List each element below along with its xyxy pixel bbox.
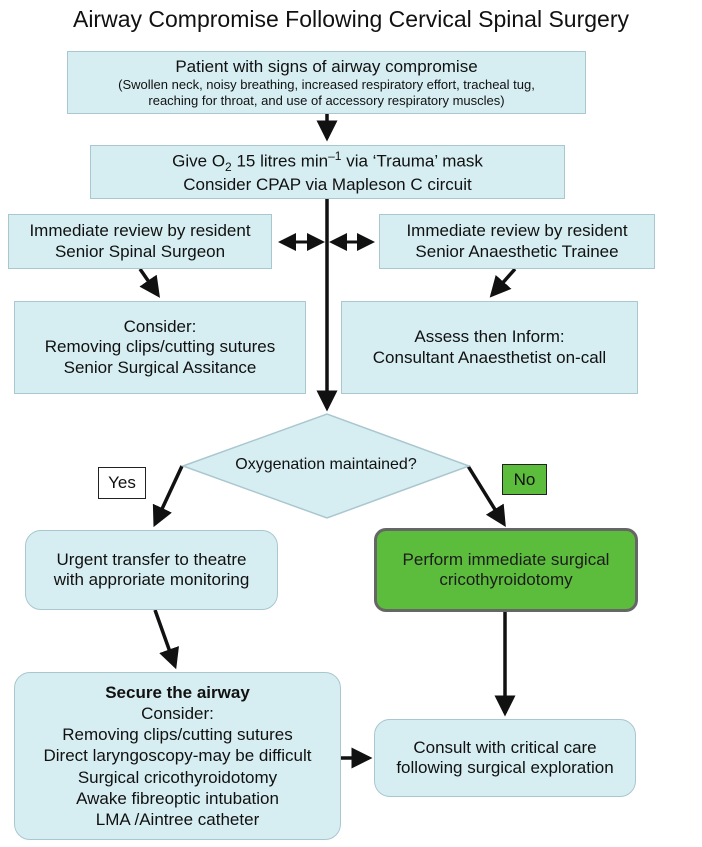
oxygen-superscript: –1 xyxy=(328,149,342,164)
review-anaesthetic-line2: Senior Anaesthetic Trainee xyxy=(415,241,619,261)
yes-label: Yes xyxy=(98,467,146,499)
oxygen-line1: Give O2 15 litres min–1 via ‘Trauma’ mas… xyxy=(172,149,483,174)
oxygen-mask-text: via ‘Trauma’ mask xyxy=(341,152,483,172)
secure-airway-item: Surgical cricothyroidotomy xyxy=(77,767,278,787)
arrow-urgent-to-secure xyxy=(153,609,180,670)
oxygen-give-text: Give O xyxy=(172,152,226,172)
oxygen-line2: Consider CPAP via Mapleson C circuit xyxy=(183,174,472,194)
decision-label: Oxygenation maintained? xyxy=(235,456,417,473)
assess-inform-line1: Assess then Inform: xyxy=(414,327,565,347)
review-surgeon-line1: Immediate review by resident xyxy=(29,221,251,241)
consult-line1: Consult with critical care xyxy=(413,737,597,757)
secure-airway-item: Awake fibreoptic intubation xyxy=(76,788,279,808)
node-consider-surgical: Consider: Removing clips/cutting sutures… xyxy=(14,301,306,394)
node-cricothyroidotomy: Perform immediate surgical cricothyroido… xyxy=(374,528,638,612)
arrow-decision-yes xyxy=(152,465,184,528)
urgent-transfer-line2: with approriate monitoring xyxy=(53,570,250,589)
oxygen-rate-text: 15 litres min xyxy=(231,152,329,172)
arrow-decision-no xyxy=(466,465,506,527)
patient-line2: (Swollen neck, noisy breathing, increase… xyxy=(118,76,535,92)
secure-airway-item: LMA /Aintree catheter xyxy=(95,810,260,830)
consider-surgical-line2: Removing clips/cutting sutures xyxy=(44,337,276,357)
oxygen-subscript: 2 xyxy=(225,160,232,175)
secure-airway-item: Direct laryngoscopy-may be difficult xyxy=(43,746,312,766)
urgent-transfer-line1: Urgent transfer to theatre xyxy=(56,549,247,569)
patient-line3: reaching for throat, and use of accessor… xyxy=(148,92,505,108)
no-label: No xyxy=(502,464,547,495)
secure-airway-item: Removing clips/cutting sutures xyxy=(62,725,293,745)
arrow-anaesthetic-to-assess xyxy=(489,267,517,298)
node-patient: Patient with signs of airway compromise … xyxy=(67,51,586,114)
node-oxygen: Give O2 15 litres min–1 via ‘Trauma’ mas… xyxy=(90,145,565,199)
page-title: Airway Compromise Following Cervical Spi… xyxy=(72,6,630,32)
decision-diamond xyxy=(180,413,472,519)
patient-line1: Patient with signs of airway compromise xyxy=(175,56,478,76)
node-secure-airway: Secure the airway Consider: Removing cli… xyxy=(14,672,341,840)
node-consult: Consult with critical care following sur… xyxy=(374,719,636,797)
cricothyroidotomy-line2: cricothyroidotomy xyxy=(439,570,573,589)
cricothyroidotomy-line1: Perform immediate surgical xyxy=(402,549,610,569)
secure-airway-heading: Secure the airway xyxy=(105,682,250,702)
consider-surgical-line1: Consider: xyxy=(123,317,197,337)
arrow-surgeon-to-consider xyxy=(138,268,160,298)
consider-surgical-line3: Senior Surgical Assitance xyxy=(63,357,257,377)
node-review-anaesthetic: Immediate review by resident Senior Anae… xyxy=(379,214,655,269)
node-urgent-transfer: Urgent transfer to theatre with approria… xyxy=(25,530,278,610)
node-review-surgeon: Immediate review by resident Senior Spin… xyxy=(8,214,272,269)
review-surgeon-line2: Senior Spinal Surgeon xyxy=(54,241,226,261)
consult-line2: following surgical exploration xyxy=(396,758,614,777)
node-assess-inform: Assess then Inform: Consultant Anaesthet… xyxy=(341,301,638,394)
assess-inform-line2: Consultant Anaesthetist on-call xyxy=(372,347,607,367)
review-anaesthetic-line1: Immediate review by resident xyxy=(406,221,628,241)
secure-airway-consider: Consider: xyxy=(141,703,214,723)
